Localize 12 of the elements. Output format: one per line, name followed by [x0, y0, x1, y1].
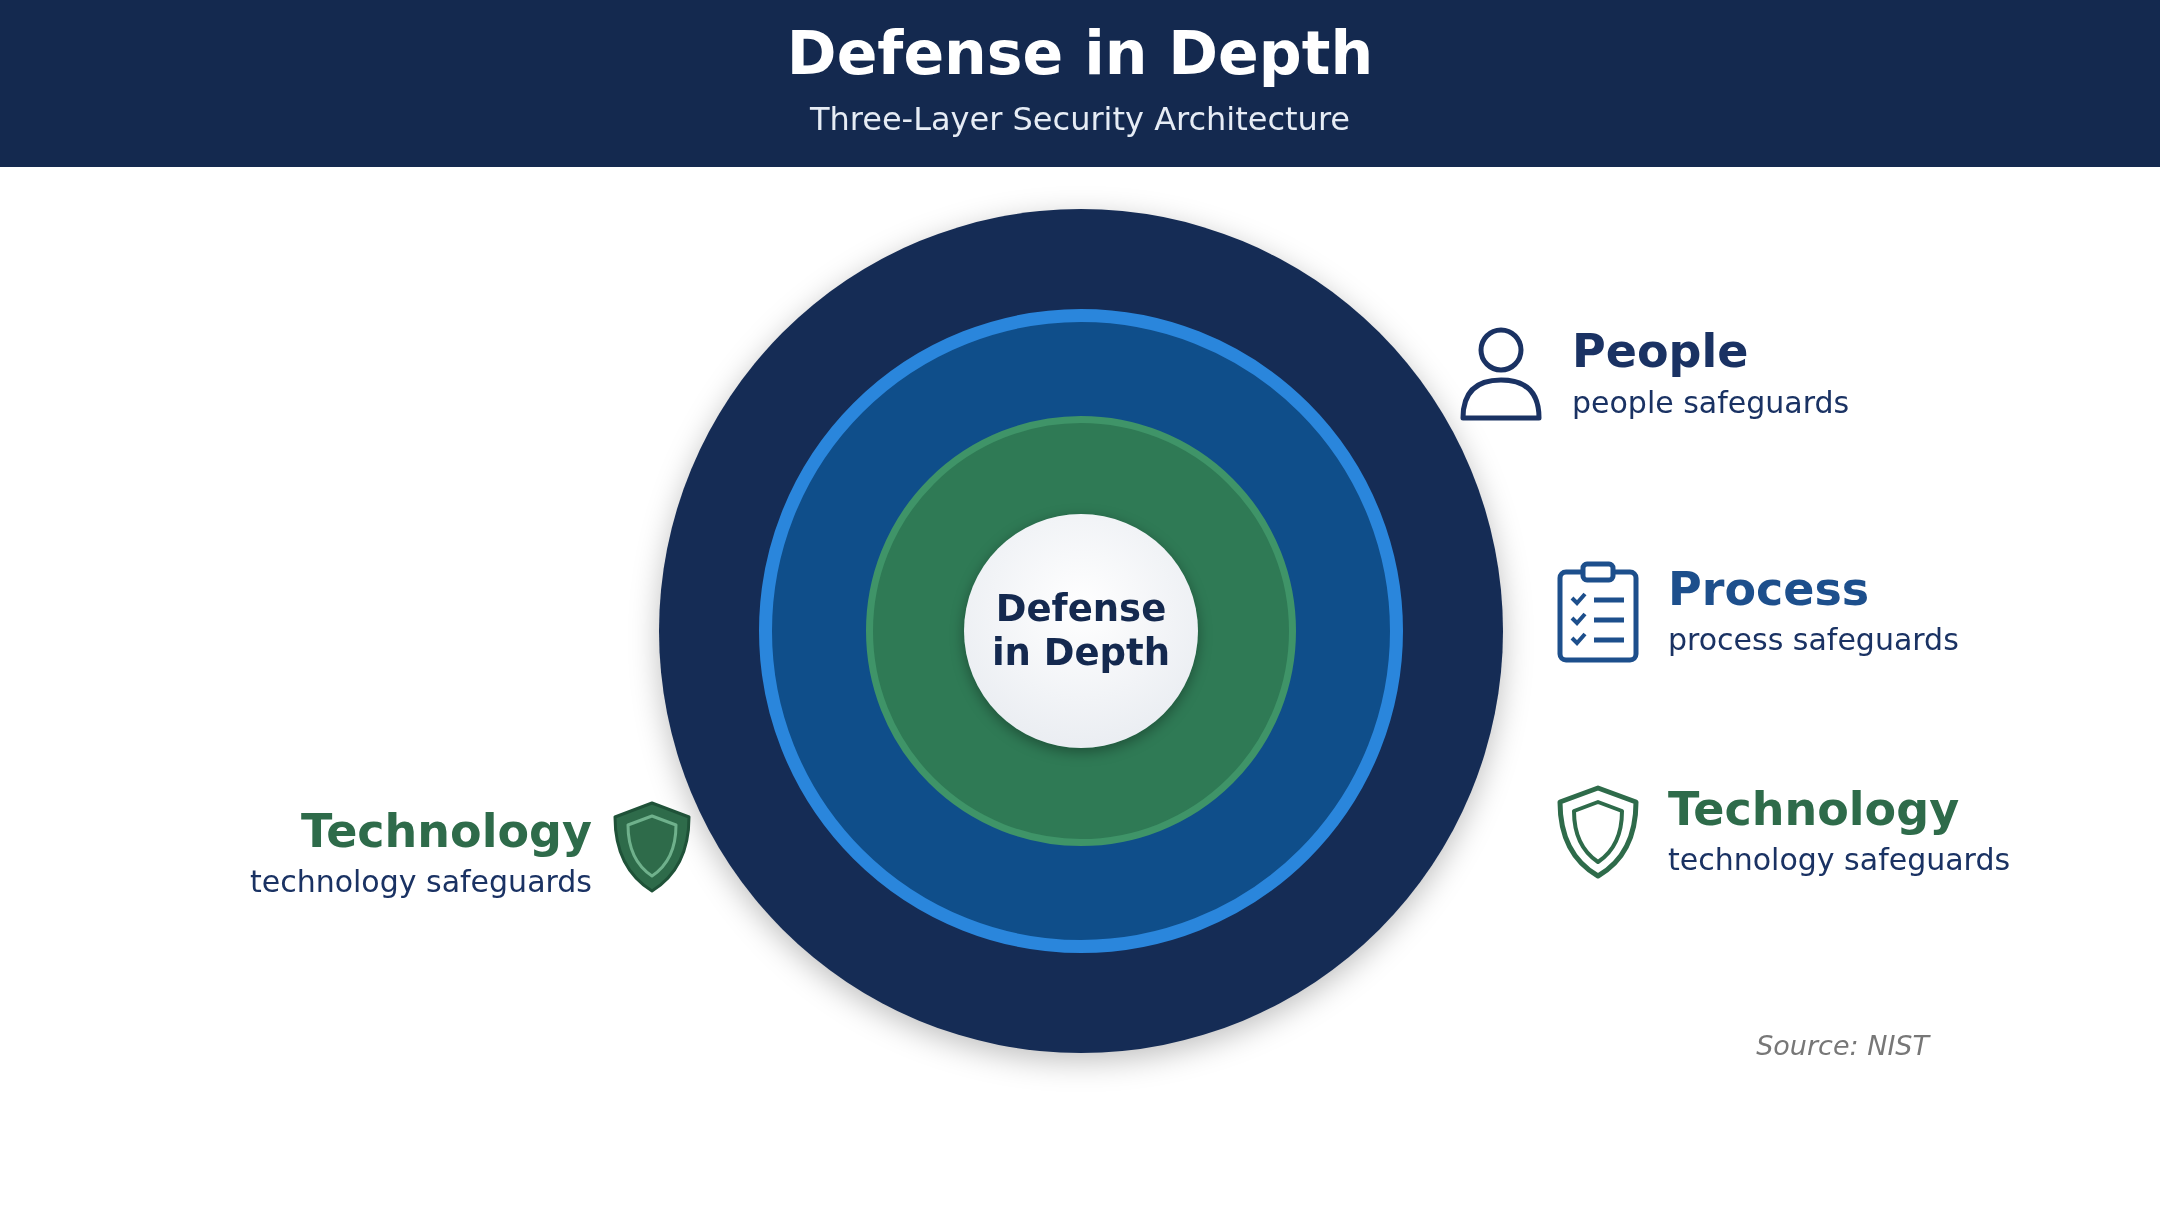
layer-heading: Process — [1668, 562, 1870, 616]
layer-description: process safeguards — [1668, 622, 1959, 657]
layer-description: technology safeguards — [1668, 842, 2011, 877]
subtitle: Three-Layer Security Architecture — [808, 100, 1352, 138]
layer-heading: Technology — [1668, 782, 1960, 836]
layer-description: people safeguards — [1572, 385, 1850, 420]
layer-heading: People — [1572, 324, 1749, 378]
source-note: Source: NIST — [1755, 1030, 1929, 1061]
title: Defense in Depth — [785, 18, 1375, 88]
layer-heading: Technology — [299, 804, 592, 858]
center-label: Defense in Depth — [990, 586, 1172, 676]
layer-description: technology safeguards — [248, 864, 592, 899]
